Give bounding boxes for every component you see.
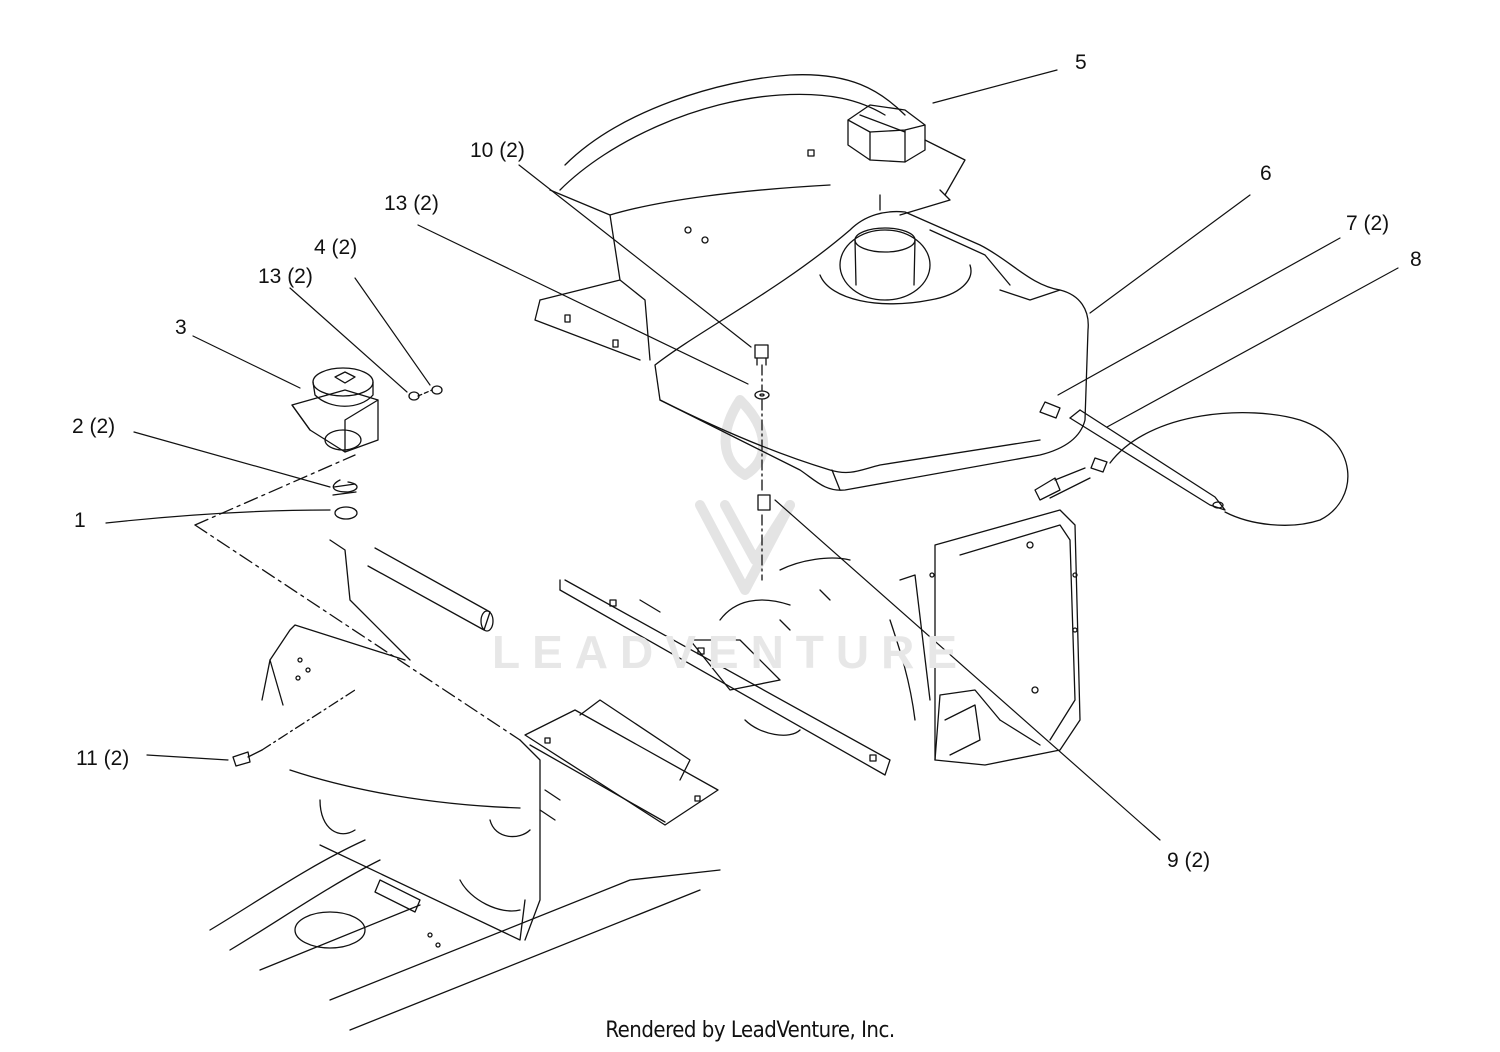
callout-11: 11 (2) [76, 747, 130, 770]
leader-lines [105, 69, 1399, 841]
main-frame [209, 539, 721, 1031]
footer-credit: Rendered by LeadVenture, Inc. [605, 1018, 895, 1043]
fuel-cap-3-assembly [291, 367, 443, 520]
callout-2: 2 (2) [72, 415, 116, 438]
callout-5: 5 [1075, 51, 1087, 74]
tank-hardware [754, 344, 771, 581]
fuel-cap-5 [847, 104, 926, 163]
watermark-text: LEADVENTURE [492, 626, 970, 678]
right-side-panel [889, 509, 1081, 766]
callout-6: 6 [1260, 162, 1272, 185]
callout-4: 4 (2) [314, 236, 358, 259]
callout-1: 1 [74, 509, 86, 532]
center-bracket [524, 557, 891, 826]
fender-body [534, 74, 966, 361]
callout-9: 9 (2) [1167, 849, 1211, 872]
fuel-tank [654, 194, 1089, 491]
callout-3: 3 [175, 316, 187, 339]
callout-8: 8 [1410, 248, 1422, 271]
bolt-11 [232, 689, 356, 767]
callout-13b: 13 (2) [258, 265, 313, 288]
callout-7: 7 (2) [1346, 212, 1390, 235]
fuel-line [1034, 401, 1349, 526]
callout-13a: 13 (2) [384, 192, 439, 215]
callout-10: 10 (2) [470, 139, 525, 162]
filler-tube [194, 454, 521, 741]
watermark-logo [695, 395, 795, 595]
